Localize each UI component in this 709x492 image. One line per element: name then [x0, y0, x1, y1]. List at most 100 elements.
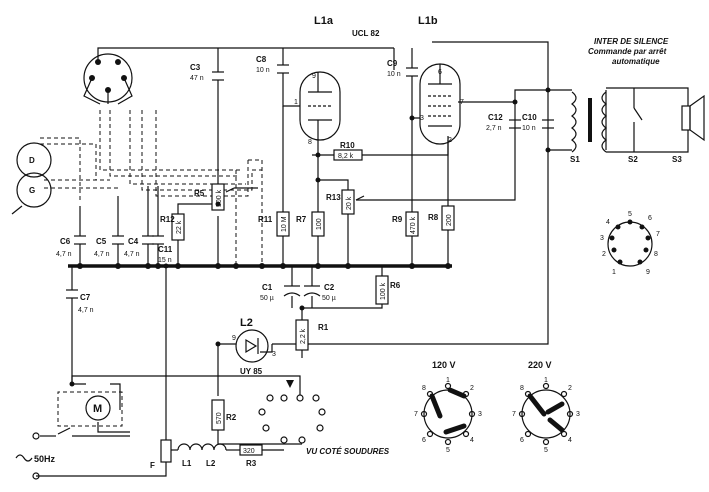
c8-value: 10 n: [256, 67, 270, 74]
resistor-r6: 100 k R6: [375, 275, 401, 305]
socket-pin-5: 5: [628, 211, 632, 218]
resistor-r5-pot: 500 k R5: [194, 183, 235, 211]
s3-label: S3: [672, 155, 682, 164]
pickup-g-label: G: [29, 186, 35, 195]
socket-pin-3: 3: [600, 235, 604, 242]
capacitor-c5: C5 4,7 n: [94, 235, 124, 258]
silence-switch-s2: S2: [628, 107, 643, 164]
fuse-f: F: [150, 439, 172, 470]
coil-l2-label: L2: [206, 459, 216, 468]
resistor-r2: 570 R2: [211, 399, 237, 431]
c1-label: C1: [262, 283, 273, 292]
r12-label: R12: [160, 215, 175, 224]
l1b-pin-6: 6: [438, 69, 442, 76]
motor-m: M: [85, 395, 111, 421]
l1b-pin-3: 3: [420, 115, 424, 122]
tube-socket-pinout: 1 2 3 4 5 6 7 8 9: [600, 211, 660, 276]
capacitor-c6: C6 4,7 n: [56, 235, 86, 258]
resistor-r12: 22 k R12: [160, 213, 185, 241]
l1b-pin-2: 2: [448, 137, 452, 144]
resistor-r7: 100 R7: [296, 211, 325, 237]
din-input-socket: [83, 53, 133, 105]
c7-label: C7: [80, 293, 91, 302]
socket-pin-8: 8: [654, 251, 658, 258]
sel220-pin-1: 1: [544, 377, 548, 384]
capacitor-c10: C10 10 n: [522, 113, 554, 132]
c7-value: 4,7 n: [78, 307, 94, 314]
junction-dots: [69, 87, 551, 387]
r2-value: 570: [216, 412, 223, 424]
capacitor-c8: C8 10 n: [256, 55, 289, 74]
capacitor-c11: C11 15 n: [152, 235, 173, 264]
r11-value: 10 M: [281, 216, 288, 232]
capacitor-c3: C3 47 n: [190, 63, 224, 82]
motor-label: M: [93, 403, 102, 415]
sel220-pin-5: 5: [544, 447, 548, 454]
sel220-pin-6: 6: [520, 437, 524, 444]
sel120-pin-3: 3: [478, 411, 482, 418]
socket-pin-9: 9: [646, 269, 650, 276]
l2-label: L2: [240, 317, 253, 329]
c5-label: C5: [96, 237, 107, 246]
c10-value: 10 n: [522, 125, 536, 132]
c9-value: 10 n: [387, 71, 401, 78]
r1-value: 2,2 k: [300, 328, 307, 344]
sel120-pin-4: 4: [470, 437, 474, 444]
c3-value: 47 n: [190, 75, 204, 82]
solder-side-socket: VU COTÉ SOUDURES: [258, 380, 390, 456]
mains-label: 50Hz: [34, 454, 56, 464]
r8-label: R8: [428, 213, 439, 222]
c5-value: 4,7 n: [94, 251, 110, 258]
c6-label: C6: [60, 237, 71, 246]
r13-label: R13: [326, 193, 341, 202]
r9-label: R9: [392, 215, 403, 224]
solder-side-label: VU COTÉ SOUDURES: [306, 447, 390, 456]
l2-pin-3: 3: [272, 351, 276, 358]
s1-label: S1: [570, 155, 580, 164]
speaker-s3: S3: [672, 94, 705, 164]
sel120-pin-5: 5: [446, 447, 450, 454]
r12-value: 22 k: [176, 220, 183, 234]
capacitor-c9: C9 10 n: [387, 59, 418, 78]
silence-title: INTER DE SILENCE: [594, 37, 669, 46]
r2-label: R2: [226, 413, 237, 422]
tube-l1a-triode: 9 1 8: [294, 71, 341, 146]
sel120-pin-2: 2: [470, 385, 474, 392]
voltage-220-label: 220 V: [528, 360, 552, 370]
socket-pin-7: 7: [656, 231, 660, 238]
resistor-r10: 8,2 k R10: [333, 141, 363, 161]
voltage-selector-120: 1 2 3 4 5 6 7 8: [414, 377, 482, 454]
l1a-pin-9: 9: [312, 73, 316, 80]
shielded-leads: [40, 110, 263, 427]
r9-value: 470 k: [410, 216, 417, 234]
l2-pin-9: 9: [232, 335, 236, 342]
sel120-pin-8: 8: [422, 385, 426, 392]
resistor-r11: 10 M R11: [258, 211, 290, 237]
l1b-pin-7: 7: [460, 99, 464, 106]
pickup-d: D: [16, 142, 52, 178]
sel120-pin-1: 1: [446, 377, 450, 384]
r13-value: 20 k: [346, 196, 353, 210]
c11-value: 15 n: [158, 257, 172, 264]
resistor-r3: 320 R3: [239, 444, 263, 468]
c6-value: 4,7 n: [56, 251, 72, 258]
resistor-r13-pot: 20 k R13: [326, 189, 365, 215]
sel120-pin-6: 6: [422, 437, 426, 444]
c3-label: C3: [190, 63, 201, 72]
r6-label: R6: [390, 281, 401, 290]
voltage-120-label: 120 V: [432, 360, 456, 370]
resistor-r8: 200 R8: [428, 205, 455, 231]
sel220-pin-4: 4: [568, 437, 572, 444]
l1a-pin-8: 8: [308, 139, 312, 146]
c12-label: C12: [488, 113, 503, 122]
c4-label: C4: [128, 237, 139, 246]
tube-ucl82-label: UCL 82: [352, 29, 380, 38]
tube-l1a-label: L1a: [314, 15, 334, 27]
silence-line2: automatique: [612, 57, 660, 66]
r8-value: 200: [446, 214, 453, 226]
capacitor-c12: C12 2,7 n: [486, 113, 521, 132]
r1-label: R1: [318, 323, 329, 332]
tube-l1b-pentode: 6 7 3 2: [419, 63, 464, 145]
socket-pin-6: 6: [648, 215, 652, 222]
